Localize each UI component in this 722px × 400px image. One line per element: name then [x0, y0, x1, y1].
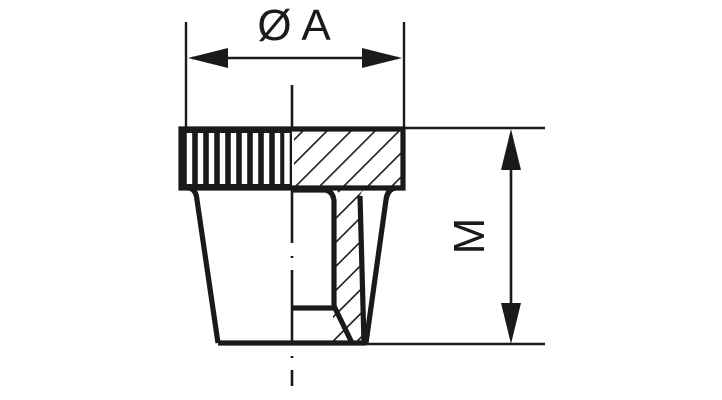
arrowhead-bottom-icon — [501, 303, 521, 344]
head-outline — [178, 126, 406, 191]
knurl-grooves — [186, 133, 290, 184]
wall-inner-taper — [357, 195, 367, 344]
bore-shoulder-right — [292, 187, 337, 306]
extension-lines — [184, 22, 545, 346]
head-to-body-fillet-right — [383, 185, 396, 200]
body-right-wall — [363, 185, 396, 344]
bore-bottom-chamfer — [331, 304, 355, 345]
head-section-hatching — [294, 130, 402, 196]
arrowhead-left-icon — [188, 48, 228, 68]
section-hatching — [294, 130, 402, 343]
dimension-height-m: M — [445, 129, 521, 344]
arrowhead-top-icon — [501, 129, 521, 170]
knurled-head-band — [181, 129, 292, 188]
dimension-diameter-a: Ø A — [188, 1, 402, 68]
part-outline — [178, 126, 406, 346]
arrowhead-right-icon — [362, 48, 402, 68]
dimension-label-height-m: M — [445, 218, 494, 255]
dimension-label-diameter-a: Ø A — [257, 1, 331, 50]
body-left-wall — [188, 185, 221, 344]
